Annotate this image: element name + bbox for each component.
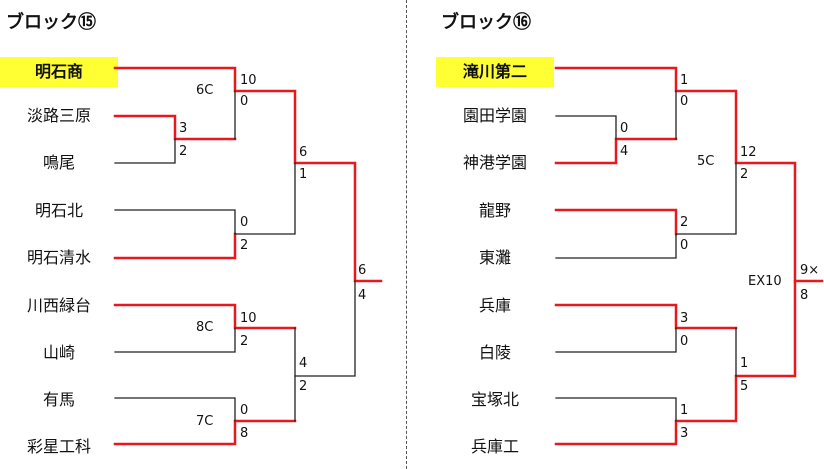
score: 0 — [240, 403, 249, 418]
score: 12 — [740, 145, 757, 160]
team: 明石清水 — [26, 248, 91, 267]
win-path — [113, 114, 237, 141]
team: 明石北 — [34, 201, 83, 220]
called-game-note: 8C — [196, 320, 214, 335]
win-path — [113, 303, 297, 330]
score: 1 — [299, 167, 308, 182]
team: 白陵 — [478, 343, 511, 362]
team: 神港学園 — [462, 153, 527, 172]
score: 3 — [680, 426, 689, 441]
called-game-note: 5C — [697, 154, 715, 169]
score: 0 — [620, 121, 629, 136]
score: 0 — [240, 94, 249, 109]
score: 9× — [800, 263, 820, 278]
score: 4 — [620, 144, 629, 159]
win-path — [554, 303, 738, 330]
score: 5 — [740, 379, 749, 394]
team: 川西緑台 — [26, 296, 91, 315]
bracket-line — [114, 327, 236, 353]
team: 宝塚北 — [470, 390, 519, 409]
team: 有馬 — [42, 390, 75, 409]
win-path — [554, 66, 824, 283]
team: 兵庫 — [478, 296, 511, 315]
team: 鳴尾 — [42, 153, 75, 172]
team: 園田学園 — [462, 106, 527, 125]
block-divider — [406, 0, 407, 469]
score: 2 — [299, 379, 308, 394]
score: 2 — [240, 334, 249, 349]
block-title: ブロック⑮ — [6, 12, 96, 33]
win-path — [554, 279, 797, 446]
bracket-line — [555, 397, 677, 422]
team: 兵庫工 — [470, 437, 519, 456]
score: 3 — [680, 311, 689, 326]
bracket-line — [114, 162, 296, 235]
called-game-note: 6C — [196, 83, 214, 98]
team: 東灘 — [478, 248, 511, 267]
bracket-line — [114, 397, 236, 422]
score: 10 — [240, 73, 257, 88]
block-title: ブロック⑯ — [441, 12, 531, 33]
score: 8 — [240, 426, 249, 441]
bracket-line — [555, 162, 737, 259]
score: 0 — [680, 94, 689, 109]
extra-innings-note: EX10 — [748, 274, 782, 289]
bracket-line — [555, 327, 677, 353]
score: 2 — [740, 167, 749, 182]
team: 山崎 — [42, 343, 75, 362]
bracket-line — [114, 138, 176, 164]
score: 1 — [680, 73, 689, 88]
win-path — [113, 419, 297, 446]
win-path — [554, 137, 678, 165]
win-path — [554, 208, 678, 236]
team-seed-winner: 滝川第二 — [436, 57, 554, 87]
bracket-line — [294, 280, 356, 422]
score: 2 — [240, 238, 249, 253]
score: 4 — [358, 288, 367, 303]
team: 龍野 — [478, 201, 511, 220]
score: 0 — [680, 334, 689, 349]
bracket-lines — [113, 66, 383, 446]
win-path — [113, 66, 383, 283]
score: 6 — [358, 263, 367, 278]
team: 淡路三原 — [26, 106, 91, 125]
score: 2 — [179, 144, 188, 159]
win-path — [113, 232, 237, 260]
called-game-note: 7C — [196, 414, 214, 429]
score: 10 — [240, 311, 257, 326]
score: 8 — [800, 288, 809, 303]
team: 彩星工科 — [26, 437, 91, 456]
score: 4 — [299, 356, 308, 371]
team-seed-winner: 明石商 — [0, 57, 118, 87]
score: 1 — [740, 356, 749, 371]
score: 2 — [680, 215, 689, 230]
score: 6 — [299, 145, 308, 160]
score: 1 — [680, 403, 689, 418]
score: 0 — [240, 215, 249, 230]
score: 0 — [680, 238, 689, 253]
score: 3 — [179, 121, 188, 136]
bracket-line — [555, 115, 617, 140]
